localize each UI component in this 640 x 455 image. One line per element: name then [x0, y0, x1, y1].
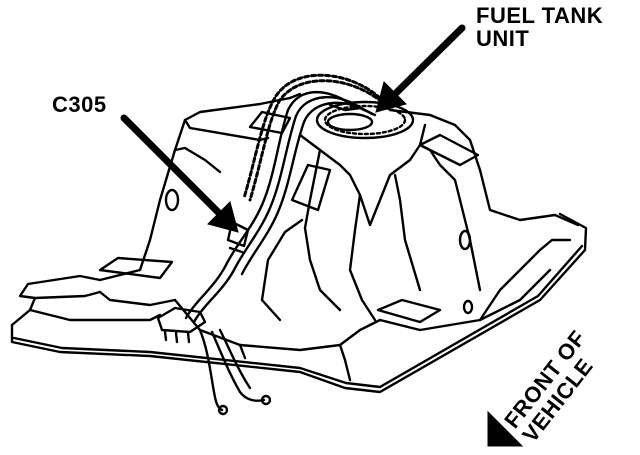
line-clamp — [156, 306, 207, 334]
tank-hole-front — [462, 299, 474, 315]
tank-pad-rear — [248, 110, 292, 135]
sender-flange — [315, 100, 415, 140]
dangling-line-3 — [218, 328, 252, 390]
sender-cap — [326, 112, 374, 132]
tank-base-flange — [10, 212, 588, 394]
tank-center-trough — [260, 218, 304, 302]
arrow-fuel-tank-unit — [389, 24, 466, 100]
tank-pad-left — [98, 256, 174, 280]
arrow-front-of-vehicle — [487, 410, 524, 447]
tank-right-block — [418, 143, 482, 292]
label-fuel-tank-line2: UNIT — [476, 26, 530, 52]
arrow-c305 — [120, 114, 226, 220]
tank-pad-center — [290, 163, 332, 212]
fuel-line-2 — [192, 96, 366, 324]
tank-base-lower-edge — [12, 244, 584, 389]
label-fuel-tank-line1: FUEL TANK — [476, 3, 604, 28]
label-fuel-tank-unit: FUEL TANK UNIT — [476, 4, 603, 50]
dangling-line-2 — [210, 330, 266, 402]
dangling-line-1 — [198, 328, 224, 412]
tank-pad-front — [376, 298, 442, 324]
line-end-2 — [260, 394, 272, 406]
line-end-1 — [217, 404, 229, 416]
tank-hole-left — [164, 188, 180, 212]
fuel-line-1 — [184, 90, 358, 320]
fuel-line-3 — [240, 101, 374, 276]
tank-hole-right — [458, 229, 472, 251]
label-c305: C305 — [52, 92, 107, 117]
wire-harness — [248, 79, 384, 202]
tank-pad-right — [418, 133, 480, 167]
connector-c305 — [226, 220, 250, 248]
tank-top-plateau — [298, 123, 427, 227]
tank-left-ledge — [28, 308, 162, 322]
